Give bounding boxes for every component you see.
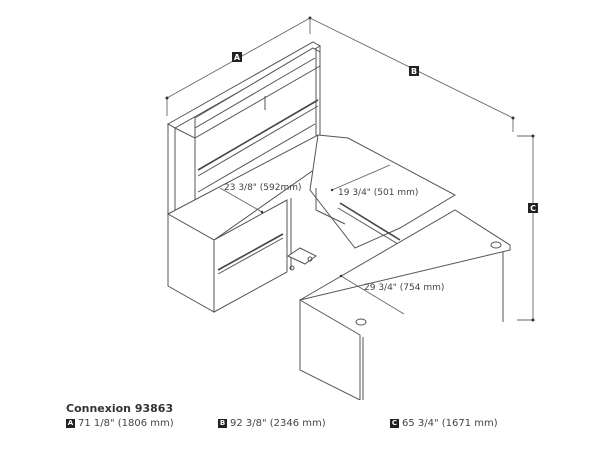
product-name: Connexion 93863	[66, 402, 174, 415]
dimension-specs: A 71 1/8" (1806 mm) B 92 3/8" (2346 mm) …	[66, 418, 586, 429]
spec-b: B 92 3/8" (2346 mm)	[218, 418, 390, 429]
dimension-a-badge: A	[234, 53, 241, 62]
spec-a-badge: A	[66, 419, 75, 428]
spec-footer: Connexion 93863 A 71 1/8" (1806 mm) B 92…	[66, 402, 586, 429]
credenza	[166, 134, 346, 313]
spec-a: A 71 1/8" (1806 mm)	[66, 418, 218, 429]
spec-c: C 65 3/4" (1671 mm)	[390, 418, 570, 429]
dimension-c-badge: C	[530, 204, 536, 213]
spec-c-badge: C	[390, 419, 399, 428]
desk-depth-label: 29 3/4" (754 mm)	[364, 283, 444, 293]
dimension-b-badge: B	[411, 67, 417, 76]
dimension-b-line: B	[309, 17, 515, 132]
credenza-depth-callout: 23 3/8" (592mm)	[219, 183, 302, 214]
bow-front-desk	[299, 209, 511, 400]
dimension-c-line: C	[517, 134, 538, 322]
spec-c-value: 65 3/4" (1671 mm)	[402, 418, 498, 429]
bridge	[309, 134, 457, 249]
credenza-depth-label: 23 3/8" (592mm)	[224, 183, 302, 193]
spec-a-value: 71 1/8" (1806 mm)	[78, 418, 174, 429]
bridge-depth-label: 19 3/4" (501 mm)	[338, 188, 418, 198]
desk-depth-callout: 29 3/4" (754 mm)	[339, 274, 444, 315]
u-shaped-desk-diagram: A B C	[165, 16, 538, 400]
spec-b-badge: B	[218, 419, 227, 428]
bridge-depth-callout: 19 3/4" (501 mm)	[330, 164, 418, 198]
spec-b-value: 92 3/8" (2346 mm)	[230, 418, 326, 429]
